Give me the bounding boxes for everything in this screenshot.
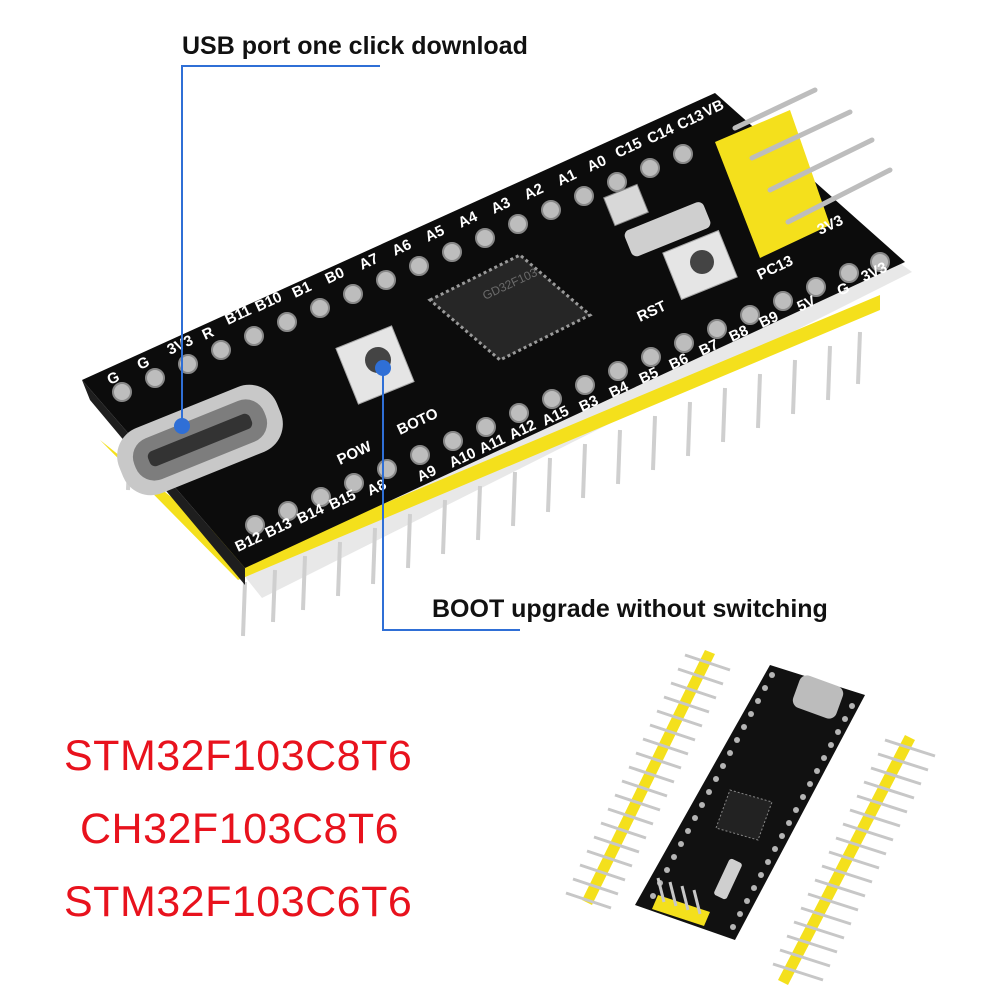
silk-bot-13: B6 bbox=[667, 350, 692, 374]
silk-top-7: B0 bbox=[323, 264, 348, 288]
small-mcu bbox=[715, 789, 773, 841]
silk-top-13: A2 bbox=[522, 180, 547, 204]
pin-holes-top bbox=[112, 144, 693, 402]
silk-top-12: A3 bbox=[489, 194, 514, 218]
model-name-1: STM32F103C8T6 bbox=[64, 732, 413, 780]
model-name-2: CH32F103C8T6 bbox=[80, 805, 400, 853]
boot-callout-dot bbox=[375, 360, 391, 376]
silk-bot-11: B4 bbox=[607, 378, 632, 402]
usb-callout-dot bbox=[174, 418, 190, 434]
silk-top-6: B1 bbox=[290, 278, 315, 302]
usb-callout-line bbox=[181, 65, 380, 426]
crystal bbox=[624, 202, 711, 257]
silk-bot-14: B7 bbox=[697, 336, 722, 360]
mcu-chip: GD32F103 bbox=[427, 253, 593, 362]
left-pin-header bbox=[565, 650, 731, 910]
reset-button bbox=[662, 229, 738, 301]
silk-top-15: A0 bbox=[585, 152, 610, 176]
small-swd-header bbox=[652, 877, 710, 926]
silk-bot-15: B8 bbox=[727, 322, 752, 346]
right-pin-header bbox=[772, 735, 936, 985]
small-crystal bbox=[714, 858, 742, 900]
model-name-3: STM32F103C6T6 bbox=[64, 878, 413, 926]
pin-holes-bottom bbox=[245, 252, 890, 535]
usb-callout-label: USB port one click download bbox=[182, 32, 528, 60]
silk-top-14: A1 bbox=[555, 166, 580, 190]
boot-button bbox=[335, 325, 415, 405]
silk-bot-17: 5V bbox=[795, 292, 819, 315]
silk-bot-5: A9 bbox=[415, 462, 440, 486]
silk-top-11: A4 bbox=[456, 208, 481, 232]
silk-top-8: A7 bbox=[357, 250, 382, 274]
bottom-pins bbox=[126, 331, 862, 637]
silk-top-10: A5 bbox=[423, 222, 448, 246]
boot-callout-label: BOOT upgrade without switching bbox=[432, 595, 828, 623]
small-pin-holes bbox=[650, 672, 855, 930]
silk-bot-16: B9 bbox=[757, 308, 782, 332]
usb-c-connector bbox=[117, 384, 283, 496]
swd-header bbox=[715, 87, 893, 258]
small-board-image bbox=[565, 650, 936, 985]
silk-bot-10: B3 bbox=[577, 392, 602, 416]
small-usb-c bbox=[792, 675, 844, 719]
silk-top-9: A6 bbox=[390, 236, 415, 260]
small-crystal bbox=[603, 183, 649, 227]
main-board-image: GD32F103 G G 3V3 R B11 B10 B1 B0 A7 A6 A… bbox=[82, 65, 912, 637]
callout-lines bbox=[181, 65, 520, 631]
silk-bot-12: B5 bbox=[637, 364, 662, 388]
boot-callout-line bbox=[382, 368, 520, 631]
